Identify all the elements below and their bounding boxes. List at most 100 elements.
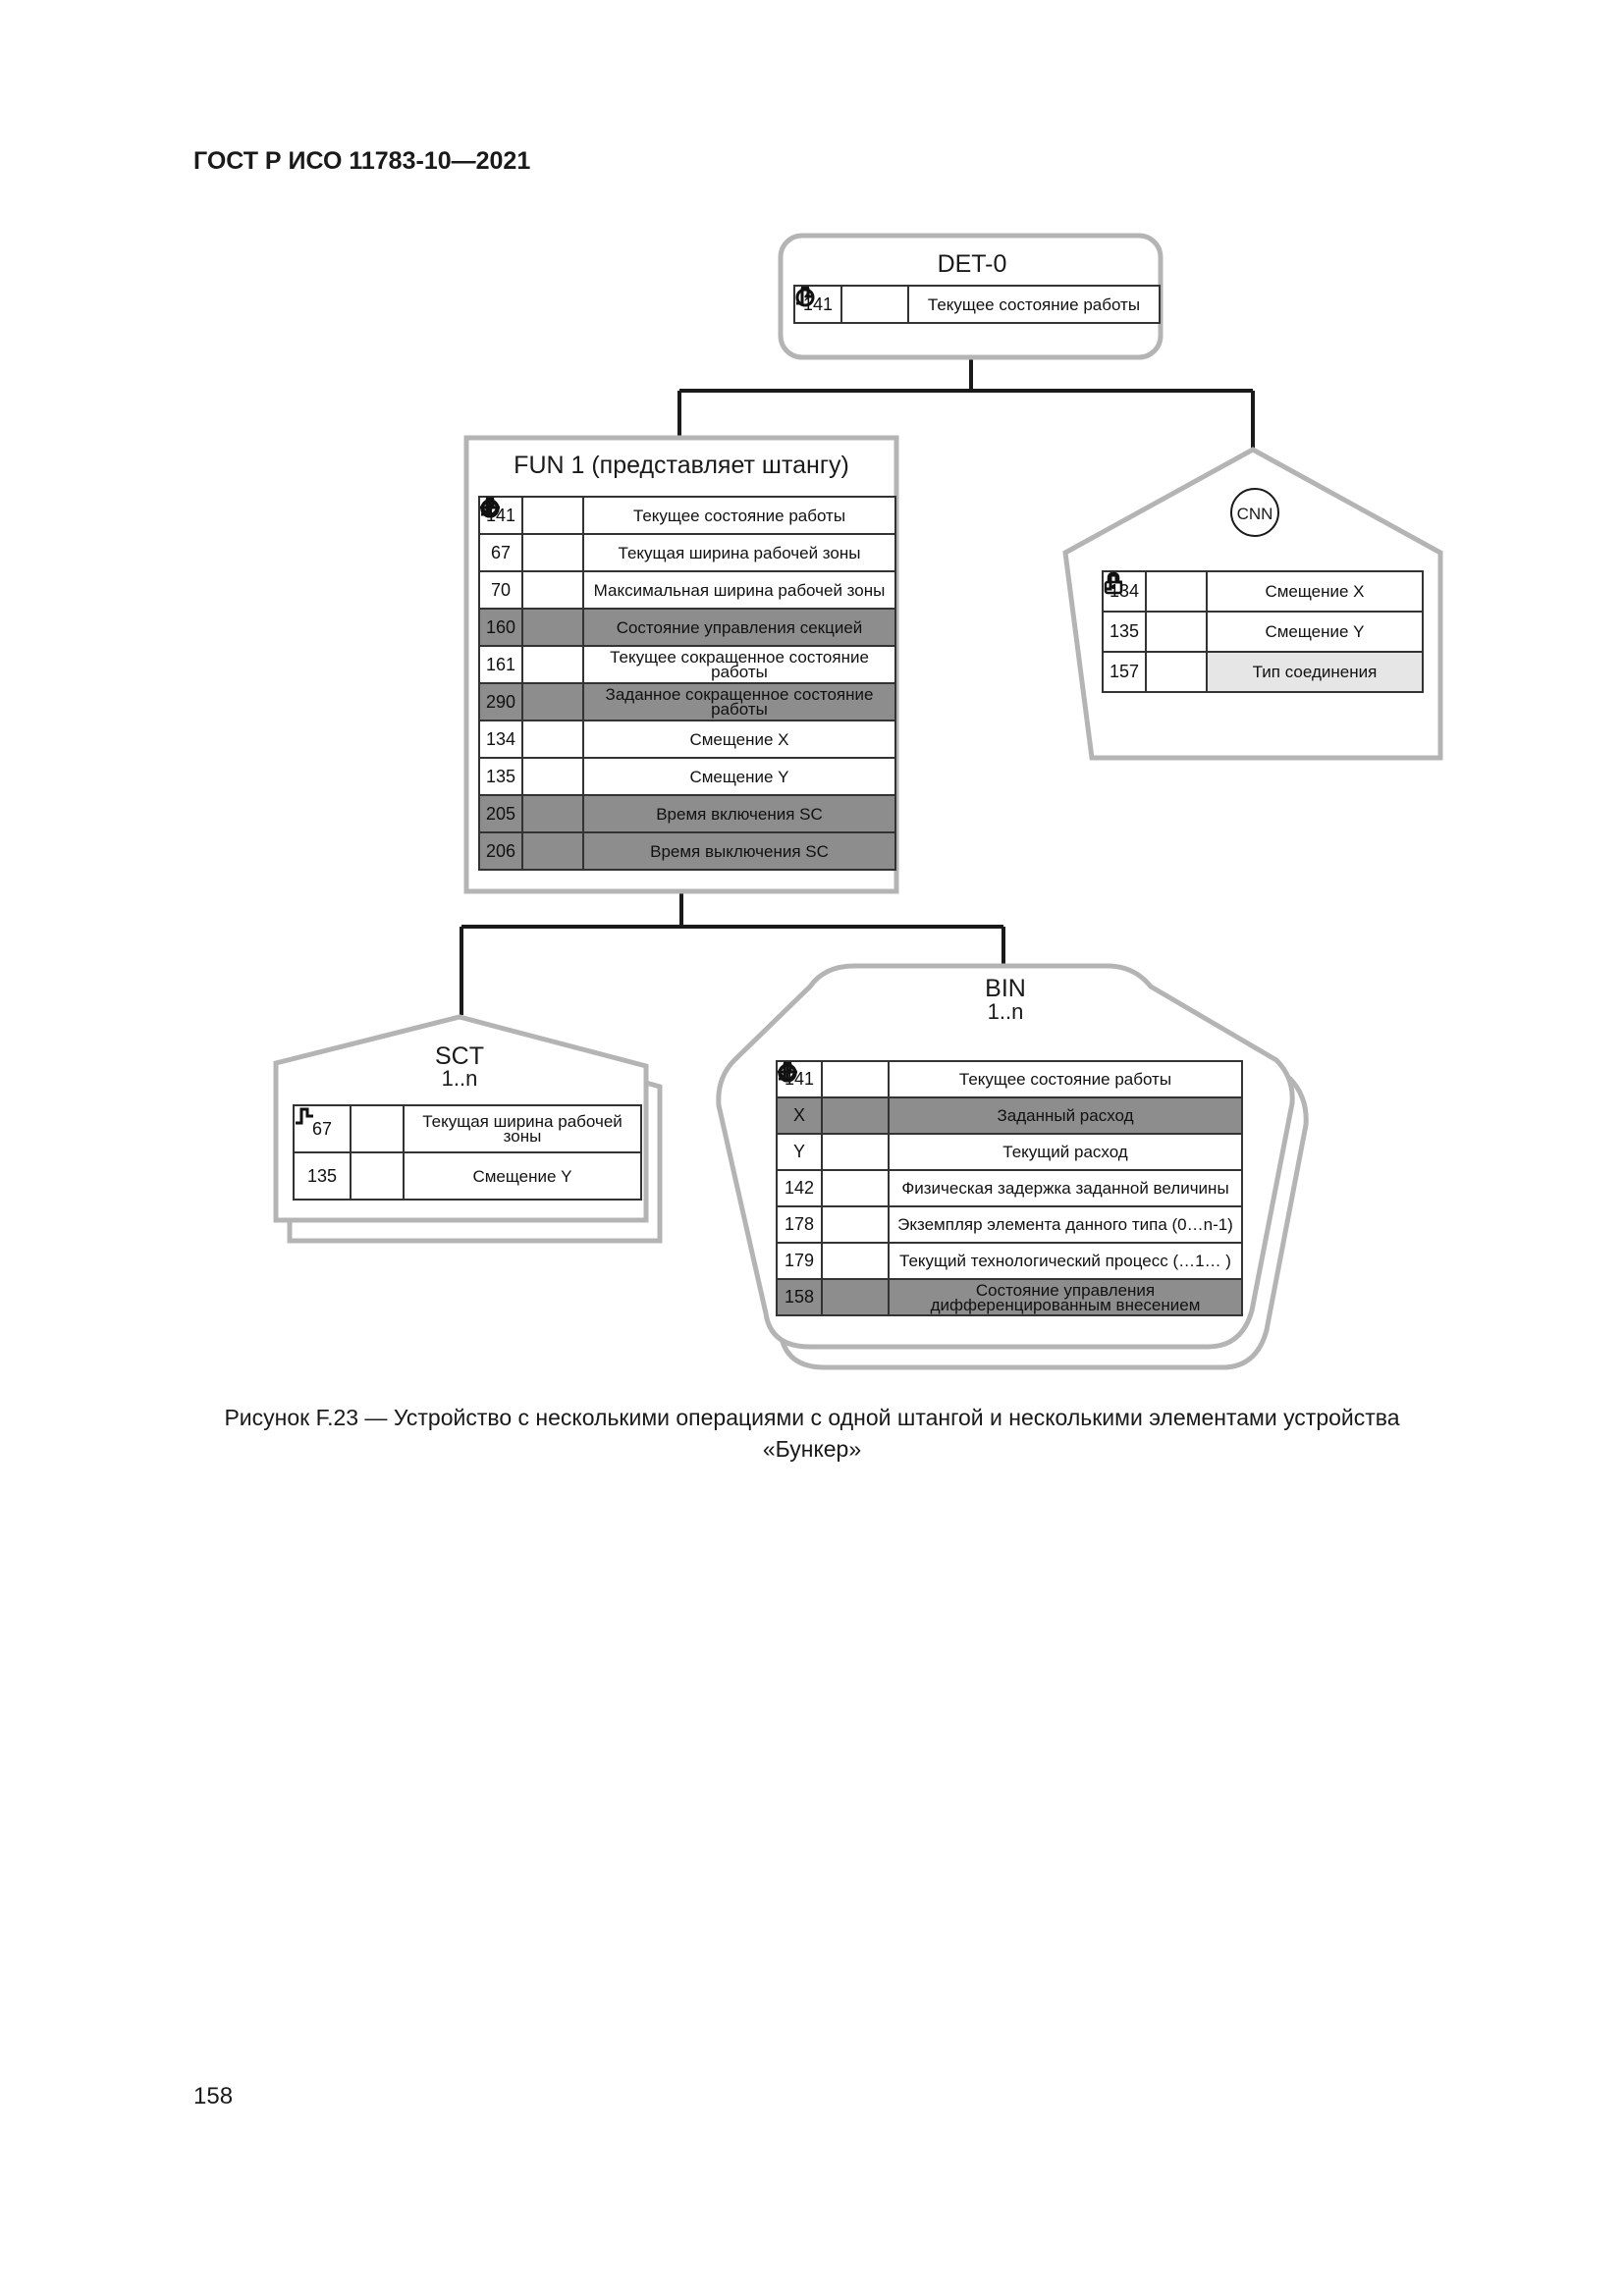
sct-title: SCT — [435, 1042, 484, 1070]
element-description: Текущая ширина рабочей зоны — [582, 533, 896, 572]
element-code: 135 — [1102, 611, 1147, 653]
element-description: Смещение Y — [582, 757, 896, 796]
table-row: Y Текущий расход — [776, 1061, 1243, 1171]
trigger-icons — [779, 1063, 890, 1280]
element-description: Текущее состояние работы — [888, 1060, 1243, 1098]
trigger-icons — [480, 498, 584, 833]
trigger-icons — [795, 285, 909, 324]
table-row: 205 Время включения SC — [478, 498, 896, 833]
element-description: Смещение Y — [403, 1151, 642, 1201]
cnn-connector-icon — [1230, 488, 1279, 537]
element-code: 134 — [478, 720, 523, 759]
trigger-icons — [1105, 573, 1208, 653]
table-row: 206 Время выключения SC — [478, 498, 896, 871]
table-row: 135 Смещение Y — [293, 1107, 642, 1201]
figure-caption: Рисунок F.23 — Устройство с несколькими … — [147, 1402, 1477, 1465]
trigger-icons — [1105, 570, 1208, 613]
element-code: 205 — [478, 794, 523, 833]
det0-title: DET-0 — [938, 250, 1007, 278]
element-description: Текущий расход — [888, 1133, 1243, 1171]
trigger-icons — [480, 498, 584, 647]
element-description: Время включения SC — [582, 794, 896, 833]
table-row: 158 Состояние управления дифференцированн… — [776, 1062, 1243, 1316]
trigger-icons — [779, 1063, 890, 1244]
element-code: 160 — [478, 608, 523, 647]
page-number: 158 — [193, 2083, 234, 2109]
element-description: Текущее сокращенное состояние работы — [582, 645, 896, 684]
element-description: Состояние управления секцией — [582, 608, 896, 647]
element-description: Максимальная ширина рабочей зоны — [582, 570, 896, 610]
trigger-icons — [481, 499, 584, 759]
table-row: 160 Состояние управления секцией — [478, 498, 896, 647]
trigger-icons — [481, 499, 584, 796]
document-header: ГОСТ Р ИСО 11783-10—2021 — [193, 147, 531, 175]
connectors — [460, 357, 1255, 1015]
trigger-icons — [1104, 571, 1208, 693]
caption-line-2: «Бункер» — [762, 1436, 862, 1463]
table-row: 157 Тип соединения — [1102, 571, 1424, 693]
element-description: Текущий технологический процесс (…1… ) — [888, 1242, 1243, 1280]
element-description: Состояние управления дифференцированным … — [888, 1278, 1243, 1316]
element-code: 290 — [478, 682, 523, 721]
element-description: Смещение X — [582, 720, 896, 759]
trigger-icons — [778, 1061, 890, 1171]
trigger-icons — [296, 1104, 405, 1153]
element-description: Время выключения SC — [582, 831, 896, 871]
element-description: Текущее состояние работы — [582, 496, 896, 535]
element-description: Физическая задержка заданной величины — [888, 1169, 1243, 1207]
element-code: 135 — [478, 757, 523, 796]
table-row: X Заданный расход — [776, 1062, 1243, 1135]
element-code: 142 — [776, 1169, 823, 1207]
sct-multiplicity: 1..n — [442, 1066, 478, 1091]
element-description: Заданный расход — [888, 1096, 1243, 1135]
trigger-icons — [480, 498, 584, 871]
fun1-title: FUN 1 (представляет штангу) — [514, 452, 849, 479]
element-description: Экземпляр элемента данного типа (0…n-1) — [888, 1205, 1243, 1244]
trigger-icons — [480, 497, 584, 572]
element-code: X — [776, 1096, 823, 1135]
element-description: Тип соединения — [1206, 651, 1424, 693]
trigger-icons — [296, 1107, 405, 1201]
trigger-icons — [480, 498, 584, 721]
element-code: Y — [776, 1133, 823, 1171]
element-description: Заданное сокращенное состояние работы — [582, 682, 896, 721]
bin-multiplicity: 1..n — [988, 999, 1024, 1024]
trigger-icons — [480, 496, 584, 535]
element-code: 67 — [293, 1104, 352, 1153]
element-code: 157 — [1102, 651, 1147, 693]
table-row: 134 Смещение X — [478, 499, 896, 759]
table-row: 67 Текущая ширина рабочей зоны — [478, 497, 896, 572]
caption-line-1: Рисунок F.23 — Устройство с несколькими … — [224, 1405, 1400, 1430]
table-row: 135 Смещение Y — [478, 499, 896, 796]
trigger-icons — [480, 497, 584, 610]
element-code: 67 — [478, 533, 523, 572]
cnn-title: CNN — [1237, 505, 1273, 523]
element-code: 178 — [776, 1205, 823, 1244]
table-row: 135 Смещение Y — [1102, 573, 1424, 653]
element-description: Смещение Y — [1206, 611, 1424, 653]
table-row: 70 Максимальная ширина рабочей зоны — [478, 497, 896, 610]
element-code: 135 — [293, 1151, 352, 1201]
element-code: 158 — [776, 1278, 823, 1316]
table-row: 290 Заданное сокращенное состояние работы — [478, 498, 896, 721]
trigger-icons — [778, 1062, 890, 1316]
trigger-icons — [779, 1063, 890, 1207]
trigger-icons — [480, 497, 584, 684]
table-row: 178 Экземпляр элемента данного типа (0…n-… — [776, 1063, 1243, 1244]
bin-title: BIN — [985, 975, 1026, 1002]
element-code: 206 — [478, 831, 523, 871]
element-code: 70 — [478, 570, 523, 610]
element-description: Смещение X — [1206, 570, 1424, 613]
